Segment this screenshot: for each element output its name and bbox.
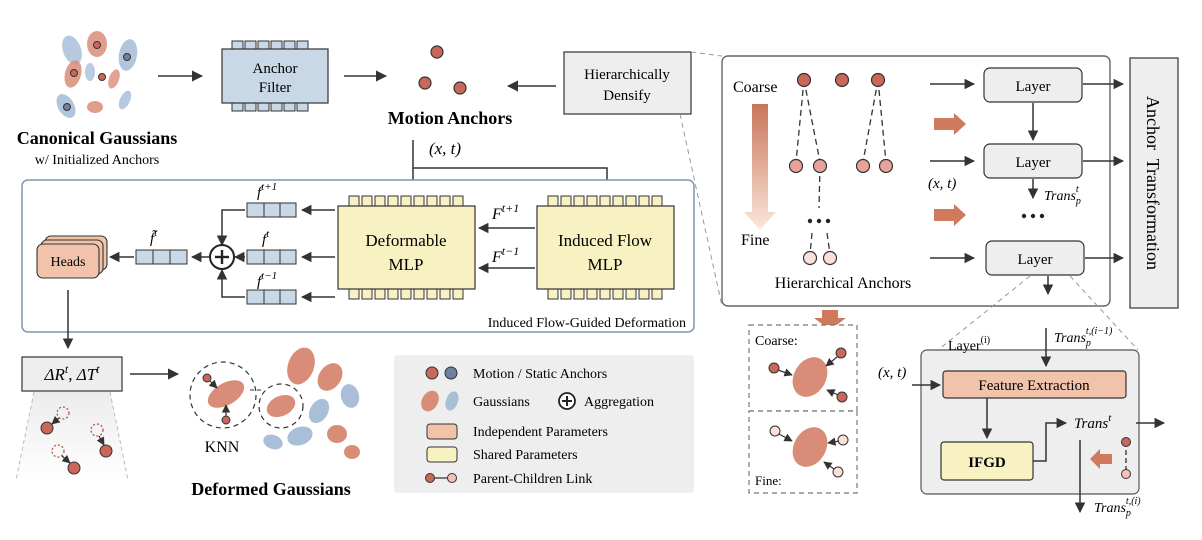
svg-text:Motion / Static Anchors: Motion / Static Anchors bbox=[473, 367, 607, 382]
delta-label: ΔRt, ΔTt bbox=[44, 362, 101, 384]
anchor-filter-block bbox=[221, 40, 329, 112]
arrow-f-prev-to-agg bbox=[216, 268, 245, 298]
delta-box bbox=[21, 356, 123, 392]
legend-box bbox=[394, 355, 694, 493]
feature-vector-prev bbox=[246, 289, 297, 305]
layer-i-label: Layer(i) bbox=[948, 335, 990, 354]
deformation-caption: Induced Flow-Guided Deformation bbox=[488, 316, 686, 331]
f-current-label: ft bbox=[262, 228, 270, 248]
coarse-label: Coarse bbox=[733, 79, 777, 96]
fine-label: Fine bbox=[741, 232, 769, 249]
aggregation-icon bbox=[209, 244, 235, 270]
deformable-line2: MLP bbox=[389, 255, 424, 274]
layer-ellipsis bbox=[1021, 213, 1045, 219]
feature-vector-current bbox=[246, 249, 297, 265]
layer-label-3: Layer bbox=[1018, 252, 1053, 268]
zoom-line-top bbox=[690, 51, 723, 57]
legend-aggregation: Aggregation bbox=[558, 392, 654, 410]
trans-t-label: Transt bbox=[1074, 412, 1112, 432]
hierarchical-anchor-tree bbox=[788, 72, 894, 266]
heads-label: Heads bbox=[51, 255, 86, 270]
coarse-zoom-label: Coarse: bbox=[755, 334, 798, 349]
f-prev-label: ft−1 bbox=[257, 270, 277, 290]
coarse-zoom-illustration bbox=[768, 347, 848, 403]
deformable-line1: Deformable bbox=[365, 231, 446, 250]
induced-line1: Induced Flow bbox=[558, 231, 653, 250]
motion-anchors-title: Motion Anchors bbox=[388, 108, 513, 128]
trans-out-label: Transpt,(i) bbox=[1094, 496, 1141, 519]
feature-extraction-box bbox=[942, 370, 1127, 399]
zoom-line-bottom bbox=[679, 113, 723, 307]
layer-detail-orange-arrow bbox=[1090, 449, 1112, 469]
densify-box bbox=[563, 51, 692, 115]
motion-anchor-points bbox=[418, 45, 467, 95]
deformed-gaussians-illustration bbox=[263, 347, 360, 459]
svg-text:Shared Parameters: Shared Parameters bbox=[473, 448, 578, 463]
deformable-mlp-block bbox=[337, 195, 476, 300]
coarse-to-fine-arrow bbox=[744, 104, 776, 230]
layer-box-3 bbox=[985, 240, 1085, 276]
trans-in-label: Transpt,(i−1) bbox=[1054, 326, 1113, 349]
induced-flow-mlp-block bbox=[536, 195, 675, 300]
svg-text:Independent Parameters: Independent Parameters bbox=[473, 425, 608, 440]
anchor-displacement-illustration bbox=[40, 406, 113, 475]
f-tilde-label: f̃t bbox=[150, 227, 158, 247]
layer-label-2: Layer bbox=[1016, 155, 1051, 171]
canonical-subtitle: w/ Initialized Anchors bbox=[35, 153, 159, 168]
ifgd-label: IFGD bbox=[968, 455, 1006, 471]
feature-vector-aggregated bbox=[135, 249, 188, 265]
orange-arrow-2 bbox=[934, 204, 966, 226]
xt-label-layer: (x, t) bbox=[878, 365, 906, 381]
anchor-transformation-box bbox=[1129, 57, 1179, 309]
feature-vector-next bbox=[246, 202, 297, 218]
layer-box-2 bbox=[983, 143, 1083, 179]
legend-gaussians: Gaussians bbox=[421, 390, 530, 412]
legend-link: Parent-Children Link bbox=[425, 472, 592, 487]
anchor-filter-line2: Filter bbox=[259, 80, 292, 96]
knn-label: KNN bbox=[205, 439, 240, 456]
trans-p-label: Transpt bbox=[1044, 184, 1081, 207]
xt-label-hier: (x, t) bbox=[928, 176, 956, 192]
legend-motion-static: Motion / Static Anchors bbox=[425, 366, 607, 382]
layer-box-1 bbox=[983, 67, 1083, 103]
densify-line1: Hierarchically bbox=[584, 67, 670, 83]
F-next-label: Ft+1 bbox=[491, 201, 519, 223]
orange-arrow-1 bbox=[934, 113, 966, 135]
heads-block bbox=[36, 235, 108, 279]
knn-illustration bbox=[189, 361, 304, 429]
canonical-gaussians-illustration bbox=[56, 31, 138, 118]
f-next-label: ft+1 bbox=[257, 181, 277, 201]
svg-text:Gaussians: Gaussians bbox=[473, 395, 530, 410]
layer-label-1: Layer bbox=[1016, 79, 1051, 95]
svg-text:Parent-Children Link: Parent-Children Link bbox=[473, 472, 592, 487]
feature-extraction-label: Feature Extraction bbox=[978, 378, 1090, 394]
fine-zoom-label: Fine: bbox=[755, 473, 782, 488]
legend-shared: Shared Parameters bbox=[426, 446, 578, 463]
F-prev-label: Ft−1 bbox=[491, 244, 519, 266]
arrow-ifgd-to-trans bbox=[1033, 417, 1068, 462]
arrow-f-next-to-agg bbox=[216, 209, 245, 247]
deformed-title: Deformed Gaussians bbox=[191, 479, 351, 499]
canonical-title: Canonical Gaussians bbox=[17, 128, 178, 148]
legend-independent: Independent Parameters bbox=[426, 423, 608, 440]
delta-fan bbox=[16, 392, 128, 480]
densify-line2: Densify bbox=[603, 88, 651, 104]
layer-detail-anchor-link bbox=[1121, 437, 1131, 479]
fine-zoom-illustration bbox=[769, 425, 849, 478]
zoom-down-arrow bbox=[814, 310, 846, 330]
induced-line2: MLP bbox=[588, 255, 623, 274]
svg-text:Aggregation: Aggregation bbox=[584, 395, 654, 410]
anchor-filter-line1: Anchor bbox=[253, 61, 298, 77]
anchor-transformation-label: Anchor Transformation bbox=[1143, 96, 1163, 270]
hierarchical-anchors-caption: Hierarchical Anchors bbox=[775, 275, 911, 292]
xt-label-main: (x, t) bbox=[429, 139, 461, 158]
